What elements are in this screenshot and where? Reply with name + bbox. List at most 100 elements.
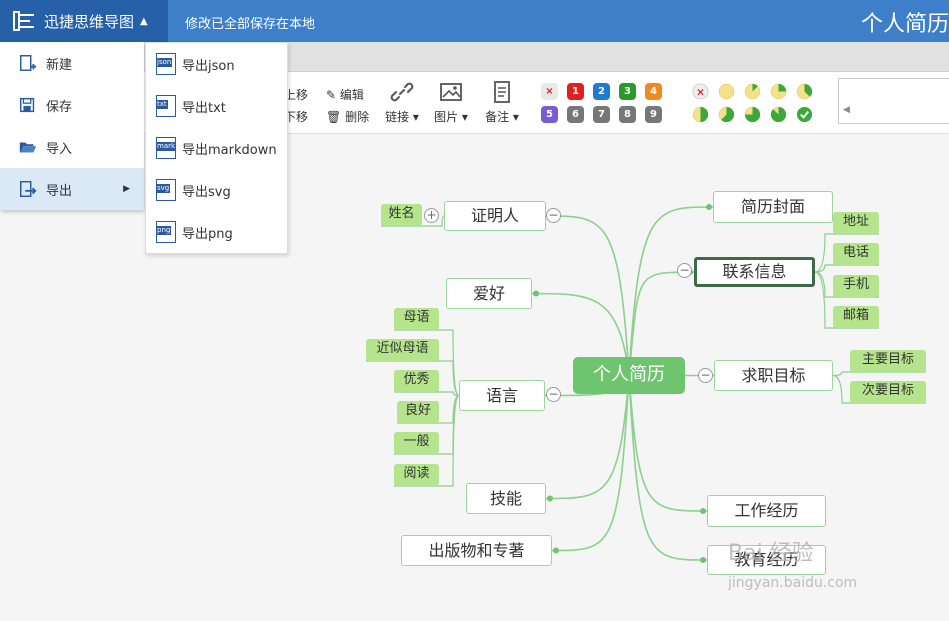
file-ext-tag: txt	[156, 100, 168, 109]
leaf-node[interactable]: 邮箱	[833, 306, 879, 328]
file-ext-tag: svg	[156, 184, 171, 193]
branch-node[interactable]: 出版物和专著	[401, 535, 552, 566]
export-icon	[20, 181, 37, 197]
export-item-mark[interactable]: mark 导出markdown	[146, 127, 287, 169]
mindmap-canvas[interactable]: 个人简历 简历封面联系信息求职目标工作经历教育经历 证明人爱好语言技能出版物和专著 地…	[0, 135, 949, 621]
clear-priority-button[interactable]: ×	[541, 83, 558, 100]
menu-item-save[interactable]: 保存	[0, 84, 144, 126]
export-item-label: 导出json	[182, 58, 235, 74]
move-down-button[interactable]: 下移	[284, 110, 309, 124]
leaf-node[interactable]: 手机	[833, 275, 879, 297]
priority-4-button[interactable]: 4	[645, 83, 662, 100]
leaf-node[interactable]: 良好	[397, 401, 439, 423]
progress-4-button[interactable]	[692, 106, 709, 123]
link-button[interactable]: 链接 ▾	[381, 80, 423, 125]
file-ext-tag: mark	[156, 142, 177, 151]
leaf-node[interactable]: 阅读	[394, 464, 439, 486]
priority-9-button[interactable]: 9	[645, 106, 662, 123]
priority-2-button[interactable]: 2	[593, 83, 610, 100]
priority-7-button[interactable]: 7	[593, 106, 610, 123]
scroll-left-arrow-icon[interactable]: ◀	[843, 105, 850, 115]
leaf-node[interactable]: 地址	[833, 212, 879, 234]
note-button[interactable]: 备注 ▾	[481, 80, 523, 125]
leaf-node[interactable]: 次要目标	[850, 381, 926, 403]
collapse-toggle-icon[interactable]: −	[677, 263, 692, 278]
folder-open-icon	[19, 142, 37, 153]
progress-5-button[interactable]	[718, 106, 735, 123]
save-status: 修改已全部保存在本地	[185, 17, 316, 32]
progress-1-button[interactable]	[744, 83, 761, 100]
priority-8-button[interactable]: 8	[619, 106, 636, 123]
priority-3-button[interactable]: 3	[619, 83, 636, 100]
progress-7-button[interactable]	[770, 106, 787, 123]
search-panel[interactable]: ◀	[838, 78, 949, 124]
branch-node[interactable]: 教育经历	[707, 545, 826, 575]
dropdown-arrow-icon: ▾	[409, 110, 419, 124]
root-node[interactable]: 个人简历	[573, 357, 685, 394]
svg-text:×: ×	[696, 86, 705, 98]
progress-2-button[interactable]	[770, 83, 787, 100]
file-ext-tag: json	[156, 58, 173, 67]
trash-icon: 🗑	[326, 110, 342, 124]
app-main-menu: 新建保存导入导出▶	[0, 42, 144, 210]
leaf-node[interactable]: 母语	[394, 308, 439, 330]
leaf-node[interactable]: 主要目标	[850, 350, 926, 372]
export-item-label: 导出png	[182, 226, 233, 242]
branch-node[interactable]: 技能	[466, 483, 546, 514]
branch-node[interactable]: 语言	[459, 380, 545, 411]
progress-0-button[interactable]	[718, 83, 735, 100]
mark-file-icon: mark	[156, 137, 177, 159]
progress-8-button[interactable]	[796, 106, 813, 123]
leaf-node[interactable]: 姓名	[381, 204, 422, 226]
edit-label: 编辑	[339, 88, 364, 102]
leaf-node[interactable]: 一般	[394, 432, 439, 454]
menu-item-label: 导出	[46, 183, 73, 199]
priority-6-button[interactable]: 6	[567, 106, 584, 123]
menu-item-import[interactable]: 导入	[0, 126, 144, 168]
branch-node[interactable]: 求职目标	[714, 360, 833, 391]
move-up-button[interactable]: 上移	[284, 88, 309, 102]
collapse-toggle-icon[interactable]: −	[698, 368, 713, 383]
branch-node[interactable]: 工作经历	[707, 495, 826, 527]
document-title: 个人简历	[860, 12, 949, 37]
priority-5-button[interactable]: 5	[541, 106, 558, 123]
delete-button[interactable]: 🗑 删除	[326, 108, 369, 125]
priority-1-button[interactable]: 1	[567, 83, 584, 100]
branch-node[interactable]: 证明人	[444, 201, 546, 231]
mindmap-connectors	[366, 204, 926, 563]
leaf-node[interactable]: 近似母语	[366, 339, 439, 361]
export-item-label: 导出markdown	[182, 142, 277, 158]
progress-3-button[interactable]	[796, 83, 813, 100]
pencil-icon: ✎	[326, 88, 337, 102]
edit-button[interactable]: ✎ 编辑	[326, 86, 364, 103]
caret-up-icon: ▲	[140, 15, 148, 27]
note-label: 备注	[485, 110, 510, 124]
export-item-json[interactable]: json 导出json	[146, 43, 287, 85]
link-icon	[390, 82, 414, 102]
expand-toggle-icon[interactable]: +	[424, 208, 439, 223]
collapse-toggle-icon[interactable]: −	[546, 208, 561, 223]
new-file-icon	[20, 55, 37, 71]
delete-label: 删除	[345, 110, 370, 124]
image-button[interactable]: 图片 ▾	[430, 80, 472, 125]
leaf-node[interactable]: 电话	[833, 243, 879, 265]
menu-item-export[interactable]: 导出▶	[0, 168, 144, 210]
mindmap-logo-icon	[13, 11, 34, 31]
branch-node[interactable]: 简历封面	[713, 191, 833, 223]
menu-item-new[interactable]: 新建	[0, 42, 144, 84]
branch-node[interactable]: 联系信息	[694, 257, 815, 287]
clear-progress-button[interactable]: ×	[692, 83, 709, 100]
leaf-node[interactable]: 优秀	[394, 370, 439, 392]
dropdown-arrow-icon: ▾	[509, 110, 519, 124]
collapse-toggle-icon[interactable]: −	[546, 387, 561, 402]
branch-node[interactable]: 爱好	[446, 278, 532, 309]
progress-6-button[interactable]	[744, 106, 761, 123]
app-menu-button[interactable]: 迅捷思维导图 ▲	[0, 0, 168, 42]
svg-file-icon: svg	[156, 179, 176, 201]
save-icon	[20, 97, 35, 113]
txt-file-icon: txt	[156, 95, 176, 117]
